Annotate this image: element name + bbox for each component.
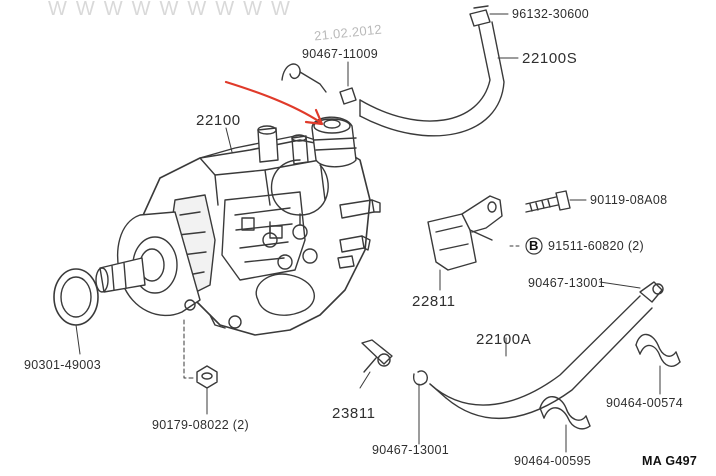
watermark: WWWWWWWWW <box>48 0 299 20</box>
callout-clamp-right: 90464-00574 <box>606 396 683 410</box>
bottom-clip-drawing <box>412 370 428 386</box>
hose-a-drawing <box>429 281 664 420</box>
callout-pump-assembly: 22100 <box>196 112 241 129</box>
callout-bracket: 22811 <box>412 293 456 310</box>
ref-mark-b: B <box>529 238 539 253</box>
gasket-drawing <box>53 268 99 326</box>
callout-clamp-bottom: 90464-00595 <box>514 454 591 468</box>
callout-gasket: 90301-49003 <box>24 358 101 372</box>
callout-top-hose: 22100S <box>522 50 578 67</box>
callout-top-hose-clip: 96132-30600 <box>512 7 589 21</box>
callout-union: 23811 <box>332 405 376 422</box>
footer-code: MA G497 <box>642 454 698 468</box>
injection-pump-drawing <box>95 116 381 336</box>
nut-drawing <box>196 365 218 389</box>
callout-nut: 90179-08022 (2) <box>152 418 249 432</box>
clamp-right-drawing <box>635 333 681 367</box>
top-clip-drawing <box>281 63 357 105</box>
top-hose-drawing <box>359 5 505 137</box>
callout-hose-a: 22100A <box>476 331 532 348</box>
callout-bolt-b: 91511-60820 (2) <box>548 239 645 253</box>
callout-bolt: 90119-08A08 <box>590 193 668 207</box>
callout-bottom-clip: 90467-13001 <box>372 443 449 457</box>
clamp-bottom-drawing <box>539 396 591 430</box>
bracket-drawing <box>427 195 503 271</box>
callout-top-clip: 90467-11009 <box>302 47 379 61</box>
leader-lines <box>75 13 661 453</box>
union-drawing <box>361 339 393 373</box>
ref-circle <box>525 237 543 255</box>
bolt-drawing <box>525 190 571 213</box>
annotation-arrow <box>224 80 324 126</box>
callout-bracket-clip: 90467-13001 <box>528 276 605 290</box>
